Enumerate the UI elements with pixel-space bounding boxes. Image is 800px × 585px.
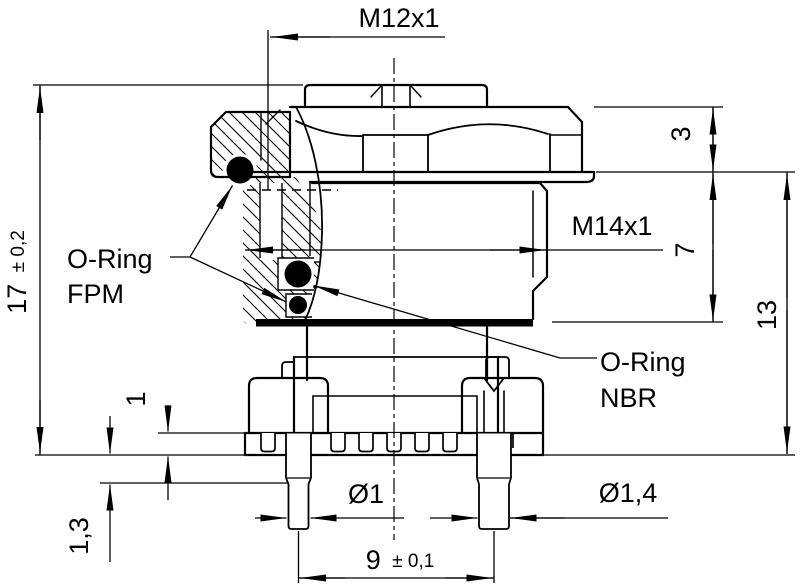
section-break-curve: [295, 106, 323, 327]
oring-nbr-label-line1: O-Ring: [600, 347, 686, 377]
pin-spacing-label: 9 ± 0,1: [366, 545, 435, 575]
dimension-lines: [33, 30, 795, 583]
right-pin-stub: [485, 356, 510, 379]
height-total-label: 17 ± 0,2: [2, 230, 32, 314]
oring-nbr-label-line2: NBR: [600, 383, 657, 413]
oring-fpm-label-line1: O-Ring: [67, 244, 153, 274]
left-pin: [287, 484, 310, 530]
o-rings: [226, 156, 312, 314]
o-ring-nbr-dot: [284, 260, 312, 288]
dim-7-label: 7: [670, 242, 700, 257]
dim-1-label: 1: [121, 391, 151, 406]
o-ring-fpm-small-dot: [289, 296, 307, 314]
thread-top-label: M12x1: [358, 3, 439, 33]
o-ring-fpm-top-dot: [226, 156, 254, 184]
dim-3-label: 3: [666, 126, 696, 141]
solder-pins: [285, 433, 512, 530]
dim-1-3-label: 1,3: [64, 517, 94, 555]
left-pin-stub: [281, 361, 295, 379]
dia-pin-small-label: Ø1: [348, 479, 384, 509]
dimension-labels: M12x1 17 ± 0,2 3 M14x1 7 13 O-Ring FPM O…: [2, 3, 782, 575]
right-pin: [478, 484, 510, 530]
flange-teeth: [260, 433, 514, 453]
right-insulator-block: [460, 376, 545, 435]
oring-fpm-label-line2: FPM: [67, 279, 124, 309]
dia-pin-large-label: Ø1,4: [599, 478, 658, 508]
left-insulator-block: [247, 376, 330, 435]
thread-side-label: M14x1: [571, 211, 652, 241]
dim-13-label: 13: [752, 300, 782, 330]
cutaway-detail-lines: [247, 183, 338, 318]
top-tab-outline: [303, 83, 489, 108]
